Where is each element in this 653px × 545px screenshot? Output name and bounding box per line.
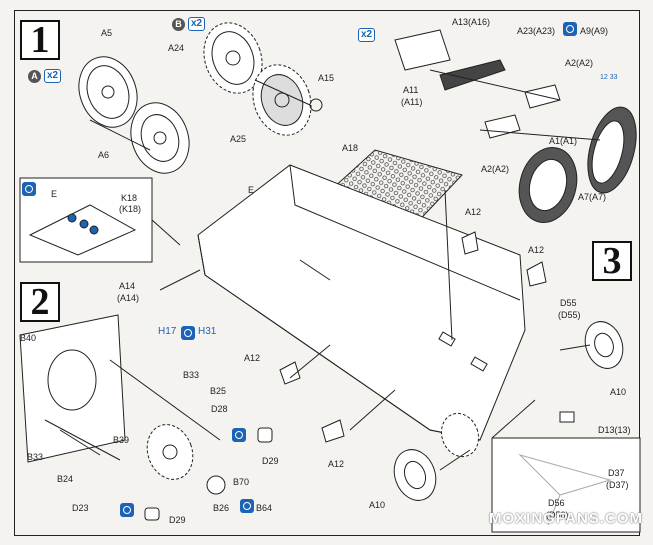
label-b25: B25 [210, 386, 227, 396]
step-number-1: 1 [20, 20, 60, 60]
label-a5: A5 [101, 28, 113, 38]
label-d13: D13(13) [598, 425, 631, 435]
label-h17: H17 [158, 326, 177, 337]
label-a10-right: A10 [610, 387, 627, 397]
label-a13: A13(A16) [452, 17, 491, 27]
idler-wheel-a6 [130, 102, 190, 174]
label-b70: B70 [233, 477, 250, 487]
suspension-arm-a13 [394, 29, 451, 71]
step-number-2: 2 [20, 282, 60, 322]
label-d37: D37 [608, 468, 625, 478]
label-b33-top: B33 [183, 370, 200, 380]
label-d37-alt: (D37) [606, 480, 629, 490]
label-a1: A1(A1) [549, 136, 578, 146]
label-b26: B26 [213, 503, 230, 513]
label-a14-alt: (A14) [117, 293, 140, 303]
label-e-inset: E [51, 189, 58, 199]
sprocket-b39 [146, 424, 194, 480]
label-d29-bottom: D29 [169, 515, 186, 525]
label-a11-alt: (A11) [401, 97, 423, 107]
label-a12-bottom: A12 [328, 459, 345, 469]
option-b-badge: B [172, 18, 185, 31]
label-k18-alt: (K18) [119, 204, 142, 214]
idler-wheel-a10 [393, 449, 437, 501]
label-a12-right: A12 [528, 245, 545, 255]
sprocket-a24 [203, 22, 263, 94]
option-a-badge: A [28, 70, 41, 83]
option-a-qty: x2 [44, 69, 62, 83]
cement-icon [181, 326, 195, 340]
label-a10-bottom: A10 [369, 500, 386, 510]
inset-callout: 12 33 [600, 74, 618, 81]
label-a6: A6 [98, 150, 110, 160]
label-d55-alt: (D55) [558, 310, 581, 320]
cement-icon [240, 499, 254, 513]
hub-cap-a15 [309, 98, 323, 112]
label-a2-bottom: A2(A2) [481, 164, 510, 174]
right-qty: x2 [358, 28, 376, 42]
label-a14: A14 [119, 281, 136, 291]
return-track-a23 [439, 59, 506, 91]
label-d55: D55 [560, 298, 577, 308]
label-b24: B24 [57, 474, 74, 484]
label-b33-left: B33 [27, 452, 44, 462]
cement-icon [232, 428, 246, 442]
label-a12-top: A12 [465, 207, 482, 217]
label-d56-alt: (D56) [546, 510, 569, 520]
label-b39: B39 [113, 435, 130, 445]
label-d23: D23 [72, 503, 89, 513]
label-d56: D56 [548, 498, 565, 508]
label-a25: A25 [230, 134, 247, 144]
cement-icon [22, 182, 36, 196]
label-a15: A15 [318, 73, 335, 83]
label-d28: D28 [211, 404, 228, 414]
label-a23: A23(A23) [517, 26, 556, 36]
watermark: MOXINGFANS.COM [488, 510, 643, 527]
label-a7: A7(A7) [578, 192, 607, 202]
label-a24: A24 [168, 43, 185, 53]
option-b-qty: x2 [188, 17, 206, 31]
cement-icon [563, 22, 577, 36]
label-b64: B64 [256, 503, 273, 513]
cement-icon [120, 503, 134, 517]
step-number-3: 3 [592, 241, 632, 281]
label-d29-right: D29 [262, 456, 279, 466]
label-a2-top: A2(A2) [565, 58, 594, 68]
label-e: E [248, 185, 255, 195]
label-h31: H31 [198, 326, 217, 337]
page-frame [14, 10, 640, 536]
idler-wheel-a5 [78, 56, 138, 128]
label-a18: A18 [342, 143, 359, 153]
label-k18: K18 [121, 193, 138, 203]
label-a12-mid: A12 [244, 353, 261, 363]
label-a9: A9(A9) [580, 26, 609, 36]
label-b40: B40 [20, 333, 37, 343]
label-a11: A11 [403, 85, 419, 95]
